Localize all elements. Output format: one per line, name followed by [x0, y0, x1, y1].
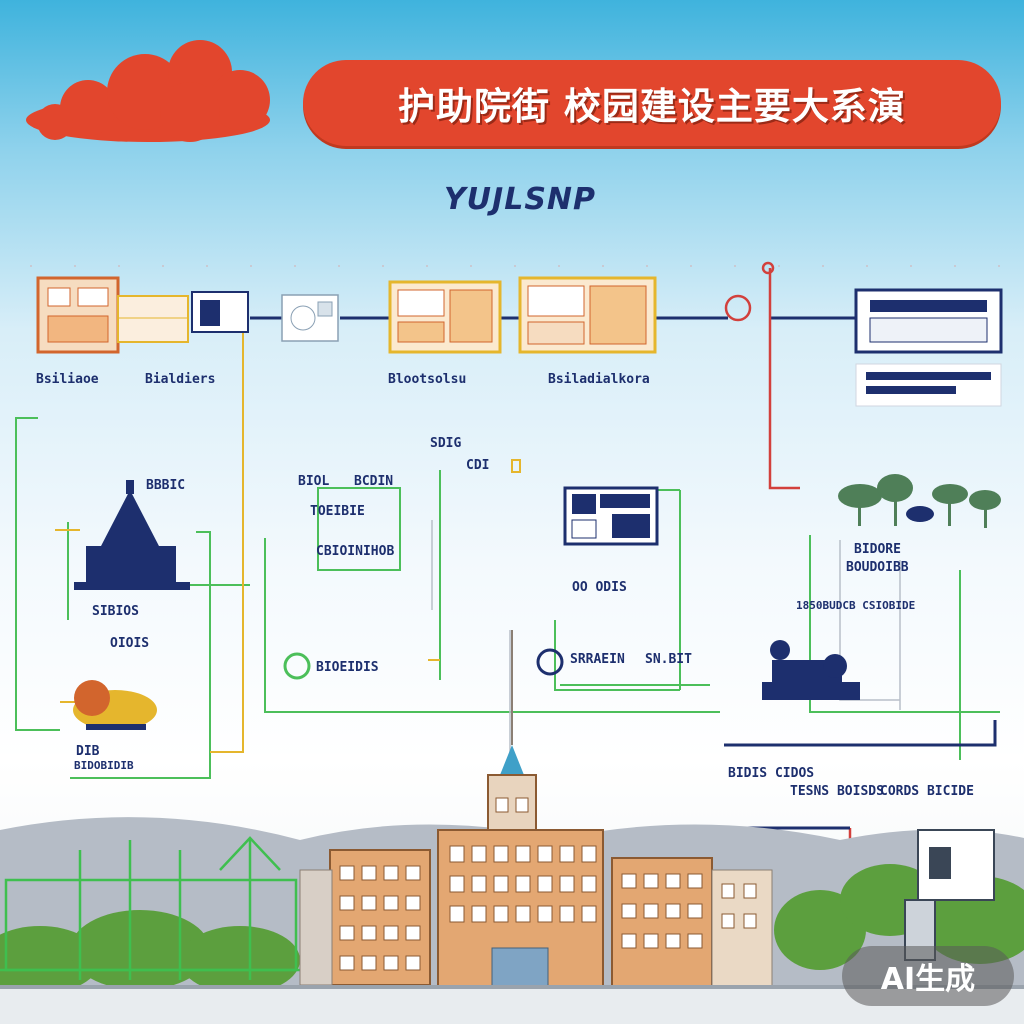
label-mid-2: CDI [466, 458, 490, 473]
label-bottom-3: CORDS BICIDE [880, 784, 974, 799]
leaf-badge-icon [283, 648, 564, 680]
factory-icon [762, 640, 860, 700]
label-mid-7: OO ODIS [572, 580, 627, 595]
ai-watermark: AI生成 [842, 946, 1014, 1006]
label-right-3: 1850BUDCB CSIOBIDE [796, 599, 916, 612]
label-top-2: Bialdiers [145, 372, 216, 387]
label-mid-1: SDIG [430, 436, 462, 451]
label-left-3: OIOIS [110, 636, 150, 651]
label-bottom-1: BIDIS CIDOS [728, 766, 815, 781]
cloud-icon [26, 40, 270, 142]
floorplan-icon [563, 486, 659, 546]
label-mid-4: BCDIN [354, 474, 394, 489]
building-icon-5 [854, 288, 1003, 407]
label-right-2: BOUDOIBB [846, 560, 909, 575]
building-icon-4 [518, 276, 657, 354]
label-top-3: Blootsolsu [388, 372, 467, 387]
green-wireframe [0, 836, 300, 980]
label-mid-10: SN.BIT [645, 652, 692, 667]
label-mid-5: TOEIBIE [310, 504, 365, 519]
subtitle-text: YUJLSNP [443, 182, 597, 217]
label-top-4: Bsiladialkora [548, 372, 650, 387]
label-mid-6: CBIOINIHOB [316, 544, 395, 559]
banner-title: 护助院街 校园建设主要大系演 [398, 85, 906, 128]
label-left-5: BIDOBIDIB [74, 759, 134, 772]
label-top-1: Bsiliaoe [36, 372, 99, 387]
title-banner: 护助院街 校园建设主要大系演 [303, 60, 1001, 146]
label-left-1: BBBIC [146, 478, 186, 493]
building-center [437, 630, 604, 989]
label-mid-9: SRRAEIN [570, 652, 625, 667]
label-left-4: DIB [76, 744, 100, 759]
label-right-1: BIDORE [854, 542, 901, 557]
label-left-2: SIBIOS [92, 604, 139, 619]
building-icon-3 [388, 280, 502, 354]
trees-icon [838, 474, 1001, 528]
lion-icon [73, 680, 157, 730]
temple-icon [74, 480, 190, 590]
building-icon-1 [36, 276, 249, 354]
label-bottom-2: TESNS BOISDS [790, 784, 884, 799]
building-right [611, 857, 773, 987]
label-mid-8: BIOEIDIS [316, 660, 379, 675]
label-mid-3: BIOL [298, 474, 330, 489]
building-icon-2 [281, 294, 339, 342]
building-left [299, 849, 431, 986]
gray-connectors [431, 520, 901, 760]
